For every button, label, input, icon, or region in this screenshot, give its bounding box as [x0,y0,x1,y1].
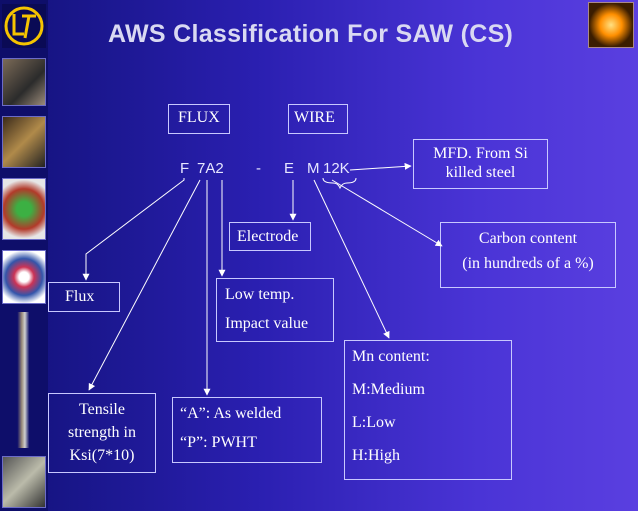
code-f: F [180,160,190,177]
low-temp-line-2: Impact value [225,315,309,333]
as-welded-box: “A”: As welded “P”: PWHT [172,397,322,463]
arrow-to-mn-content [313,179,390,339]
carbon-line-1: Carbon content [478,230,578,247]
code-dash: - [256,160,261,177]
photo-thumbnail-4 [2,250,46,304]
as-welded-line-1: “A”: As welded [180,405,282,422]
wire-header-label: WIRE [294,109,335,126]
electrode-label: Electrode [237,228,299,245]
mfd-line-1: MFD. From Si [433,145,528,162]
flux-label: Flux [65,288,95,305]
mn-line-4: H:High [352,447,400,464]
mn-line-2: M:Medium [352,381,425,398]
photo-thumbnail-1 [2,58,46,106]
company-logo-icon [2,4,46,48]
flux-header: FLUX [168,104,230,134]
electrode-box: Electrode [229,222,311,251]
tensile-line-2: strength in [68,424,136,441]
code-7a2: 7A2 [197,160,224,177]
code-e: E [284,160,295,177]
flux-header-label: FLUX [178,109,220,126]
tensile-box: Tensile strength in Ksi(7*10) [48,393,156,473]
mn-content-box: Mn content: M:Medium L:Low H:High [344,340,512,480]
mfd-box: MFD. From Si killed steel [413,139,548,189]
carbon-content-box: Carbon content (in hundreds of a %) [440,222,616,288]
mfd-line-2: killed steel [445,164,516,182]
photo-thumbnail-2 [2,116,46,168]
photo-thumbnail-3 [2,178,46,240]
page-title: AWS Classification For SAW (CS) [108,20,514,48]
sidebar [0,0,48,511]
tensile-line-3: Ksi(7*10) [69,447,135,464]
tensile-line-1: Tensile [79,401,125,418]
arrow-to-carbon [331,179,443,247]
code-12k: 12K [323,160,350,177]
low-temp-line-1: Low temp. [225,286,295,303]
low-temp-box: Low temp. Impact value [216,278,334,342]
mn-line-1: Mn content: [352,348,430,365]
atom-icon [588,2,634,48]
arrow-to-mfd [349,162,412,171]
flux-box: Flux [48,282,120,312]
arrow-to-tensile [88,179,201,391]
carbon-line-2: (in hundreds of a %) [462,255,594,272]
as-welded-line-2: “P”: PWHT [180,434,257,452]
code-m: M [307,160,320,177]
arrow-to-flux [82,178,185,281]
wire-header: WIRE [288,104,348,134]
photo-thumbnail-6 [2,456,46,508]
mn-line-3: L:Low [352,414,396,431]
bracket-12k [322,177,357,190]
photo-thumbnail-5 [2,312,46,448]
